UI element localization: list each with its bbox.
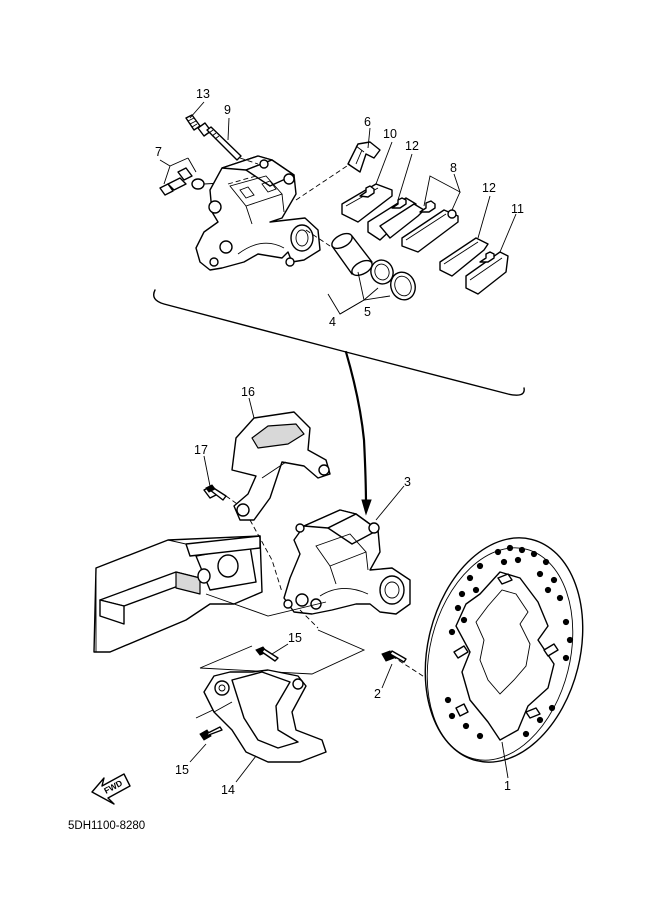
bolt-part-15-upper xyxy=(255,646,279,662)
piston-part-4 xyxy=(331,232,373,277)
pad-spring-part-6 xyxy=(347,141,381,173)
callout-12-lower: 12 xyxy=(482,181,496,195)
pin-bolt-part-9 xyxy=(197,122,242,161)
upper-exploded-caliper-group xyxy=(159,101,517,315)
callout-2: 2 xyxy=(374,687,381,701)
bolt-part-15-lower xyxy=(199,726,223,741)
callout-13: 13 xyxy=(196,87,210,101)
callout-9: 9 xyxy=(224,103,231,117)
swingarm xyxy=(93,535,263,653)
piston-seals-part-5 xyxy=(370,259,416,301)
callout-labels: 13 9 7 6 10 12 8 12 11 4 5 16 17 3 15 2 … xyxy=(155,87,524,797)
callout-17: 17 xyxy=(194,443,208,457)
brake-disc-part-1 xyxy=(424,537,584,763)
disc-bolt-part-2 xyxy=(381,650,407,663)
callout-5: 5 xyxy=(364,305,371,319)
caliper-assembly-part-3 xyxy=(283,509,411,615)
callout-14: 14 xyxy=(221,783,235,797)
forward-direction-arrow: FWD xyxy=(91,773,131,805)
callout-7: 7 xyxy=(155,145,162,159)
callout-4: 4 xyxy=(329,315,336,329)
callout-11: 11 xyxy=(511,202,524,216)
diagram-code: 5DH1100-8280 xyxy=(68,820,145,832)
bolt-part-17 xyxy=(203,484,227,501)
callout-15-lower: 15 xyxy=(175,763,189,777)
callout-6: 6 xyxy=(364,115,371,129)
callout-8: 8 xyxy=(450,161,457,175)
callout-16: 16 xyxy=(241,385,255,399)
caliper-bracket-part-16 xyxy=(231,411,331,521)
lower-assembly-group xyxy=(93,397,584,783)
disc-guard-part-14 xyxy=(203,669,327,763)
pad-shim-part-12-lower xyxy=(439,237,489,277)
callout-15-upper: 15 xyxy=(288,631,302,645)
callout-3: 3 xyxy=(404,475,411,489)
disc-drill-holes xyxy=(444,544,574,740)
callout-1: 1 xyxy=(504,779,511,793)
callout-10: 10 xyxy=(383,127,397,141)
assembly-brace xyxy=(152,289,525,516)
pad-shim-part-12-upper xyxy=(367,197,425,241)
bleed-screw-part-7 xyxy=(159,167,223,196)
brake-pad-set-part-8 xyxy=(401,200,459,253)
callout-12-upper: 12 xyxy=(405,139,419,153)
caliper-body-upper xyxy=(195,155,321,271)
